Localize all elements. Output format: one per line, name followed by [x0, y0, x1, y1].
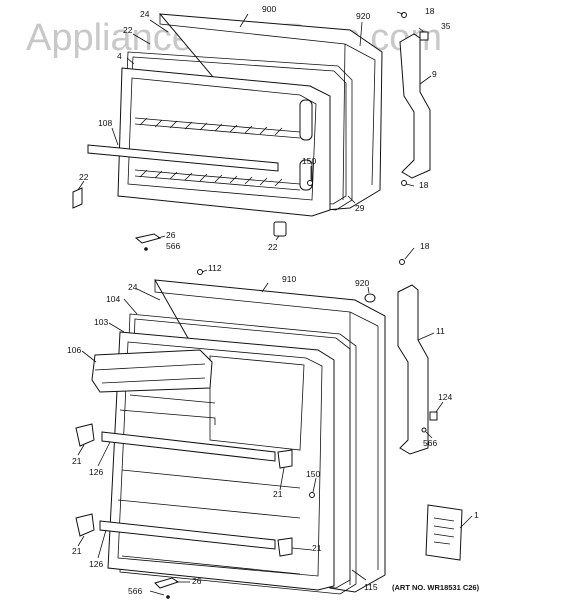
callout-106: 106	[67, 345, 81, 355]
callout-18-a: 18	[425, 6, 435, 16]
callout-104: 104	[106, 294, 120, 304]
callout-18-b: 18	[419, 180, 429, 190]
callout-29: 29	[355, 203, 365, 213]
callout-124: 124	[438, 392, 452, 402]
fresh-food-gasket	[119, 313, 357, 595]
retainer-22-bottom	[273, 221, 287, 237]
leader-lines	[77, 11, 473, 596]
freezer-door-assembly	[72, 12, 431, 251]
callout-11: 11	[436, 326, 445, 336]
callout-21-b: 21	[273, 489, 283, 499]
callout-150-bottom: 150	[306, 469, 320, 479]
callout-910: 910	[282, 274, 296, 284]
cap-124	[429, 411, 438, 421]
fresh-food-door-assembly	[75, 259, 463, 599]
cap-35	[419, 31, 429, 41]
callout-21-c: 21	[72, 546, 82, 556]
callout-103: 103	[94, 317, 108, 327]
callout-900: 900	[262, 4, 276, 14]
fresh-food-inner-liner	[107, 331, 335, 591]
callout-labels: 900 24 22 4 920 18 35 9 108 150 18 29 22…	[67, 4, 479, 596]
callout-1: 1	[474, 510, 479, 520]
art-number: (ART NO. WR18531 C26)	[392, 583, 480, 592]
callout-24-bottom: 24	[128, 282, 138, 292]
callout-18-c: 18	[420, 241, 430, 251]
callout-115: 115	[364, 582, 378, 592]
freezer-handle	[399, 33, 431, 179]
freezer-shelf-bar	[87, 144, 279, 172]
callout-22-left: 22	[79, 172, 89, 182]
fresh-food-handle	[397, 284, 429, 455]
callout-26-top: 26	[166, 230, 176, 240]
callout-22-bottom: 22	[268, 242, 278, 252]
bracket-26-top	[134, 233, 162, 244]
shelf-bar-126-lower	[99, 520, 276, 550]
callout-22-top: 22	[123, 25, 133, 35]
callout-150-top: 150	[302, 156, 316, 166]
callout-566-bottom: 566	[128, 586, 142, 596]
dairy-door	[91, 349, 213, 393]
callout-21-a: 21	[72, 456, 82, 466]
callout-35: 35	[441, 21, 451, 31]
callout-920-top: 920	[356, 11, 370, 21]
callout-920-bottom: 920	[355, 278, 369, 288]
callout-9: 9	[432, 69, 437, 79]
callout-108: 108	[98, 118, 112, 128]
retainer-21-a	[75, 423, 95, 447]
retainer-22-left	[72, 187, 83, 209]
callout-26-bottom: 26	[192, 576, 202, 586]
callout-566-mid: 566	[423, 438, 437, 448]
callout-24-top: 24	[140, 9, 150, 19]
callout-21-d: 21	[312, 543, 322, 553]
callout-126-lower: 126	[89, 559, 103, 569]
bracket-26-bottom	[154, 577, 180, 589]
retainer-21-d	[277, 537, 293, 557]
callout-112: 112	[208, 263, 222, 273]
retainer-21-b	[277, 449, 293, 469]
retainer-21-c	[75, 513, 95, 537]
owners-manual	[425, 504, 463, 561]
freezer-inner-liner	[117, 67, 331, 217]
callout-4: 4	[117, 51, 122, 61]
callout-126-upper: 126	[89, 467, 103, 477]
shelf-bar-126-upper	[101, 431, 276, 462]
callout-566-top: 566	[166, 241, 180, 251]
